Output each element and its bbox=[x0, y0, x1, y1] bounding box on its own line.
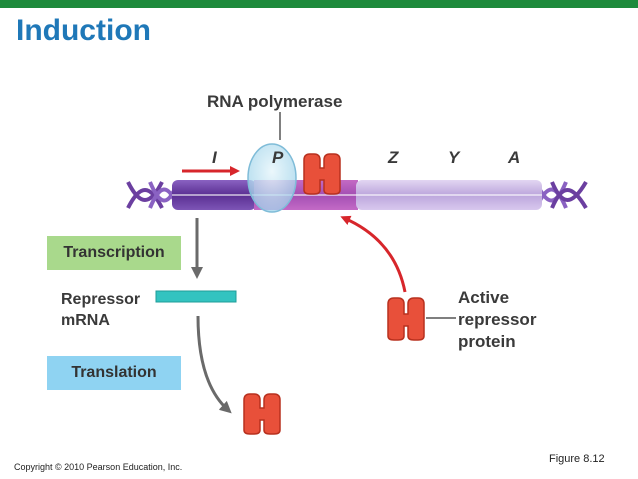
bound-repressor-icon bbox=[303, 153, 341, 195]
active-repressor-line-2: repressor bbox=[458, 310, 537, 329]
active-repressor-line-3: protein bbox=[458, 332, 516, 351]
active-repressor-label: Active repressor protein bbox=[458, 287, 536, 353]
active-repressor-line-1: Active bbox=[458, 288, 510, 307]
gene-label-a: A bbox=[508, 148, 521, 167]
repressor-binding-arrow bbox=[340, 215, 407, 293]
top-accent-bar bbox=[0, 0, 638, 8]
gene-label-i: I bbox=[212, 148, 217, 167]
translated-repressor-icon bbox=[243, 393, 281, 435]
active-repressor-icon bbox=[387, 297, 425, 341]
transcription-box: Transcription bbox=[47, 236, 181, 270]
repressor-mrna-line-1: Repressor bbox=[61, 291, 141, 308]
repressor-mrna-label: Repressor mRNA bbox=[61, 289, 140, 331]
gene-label-y: Y bbox=[448, 148, 460, 167]
slide-title: Induction bbox=[16, 14, 151, 47]
figure-number: Figure 8.12 bbox=[549, 453, 605, 465]
repressor-mrna-strand bbox=[155, 290, 237, 303]
dna-twist-right bbox=[536, 180, 588, 210]
rna-polymerase-label: RNA polymerase bbox=[207, 92, 343, 111]
rna-polymerase-shape bbox=[247, 143, 297, 213]
copyright-notice: Copyright © 2010 Pearson Education, Inc. bbox=[14, 462, 183, 472]
gene-label-z: Z bbox=[388, 148, 399, 167]
gene-label-p: P bbox=[272, 148, 284, 167]
repressor-mrna-line-2: mRNA bbox=[61, 312, 110, 329]
translation-arrow bbox=[196, 315, 232, 414]
dna-twist-left bbox=[126, 181, 178, 209]
dna-strand bbox=[172, 180, 542, 210]
translation-box: Translation bbox=[47, 356, 181, 390]
